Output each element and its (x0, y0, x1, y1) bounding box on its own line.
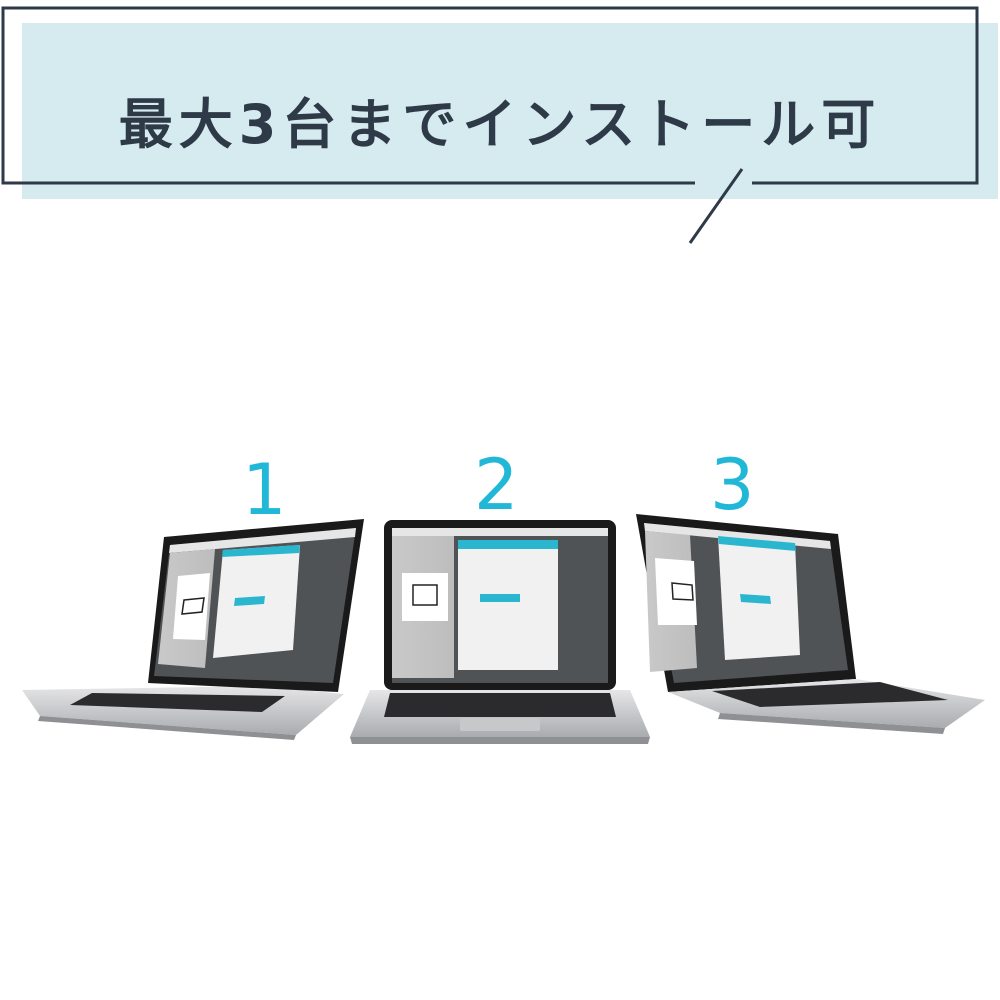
laptop-1 (22, 519, 364, 740)
laptops-illustration (22, 514, 985, 744)
speech-bubble-background (22, 23, 998, 199)
laptop-3 (636, 514, 985, 734)
laptop-2 (350, 520, 650, 744)
install-limit-headline: 最大3台までインストール可 (118, 93, 882, 156)
speech-bubble-frame (1, 6, 979, 244)
laptop-number-2: 2 (474, 444, 519, 526)
laptop-number-1: 1 (242, 449, 287, 531)
laptop-number-3: 3 (710, 444, 755, 526)
